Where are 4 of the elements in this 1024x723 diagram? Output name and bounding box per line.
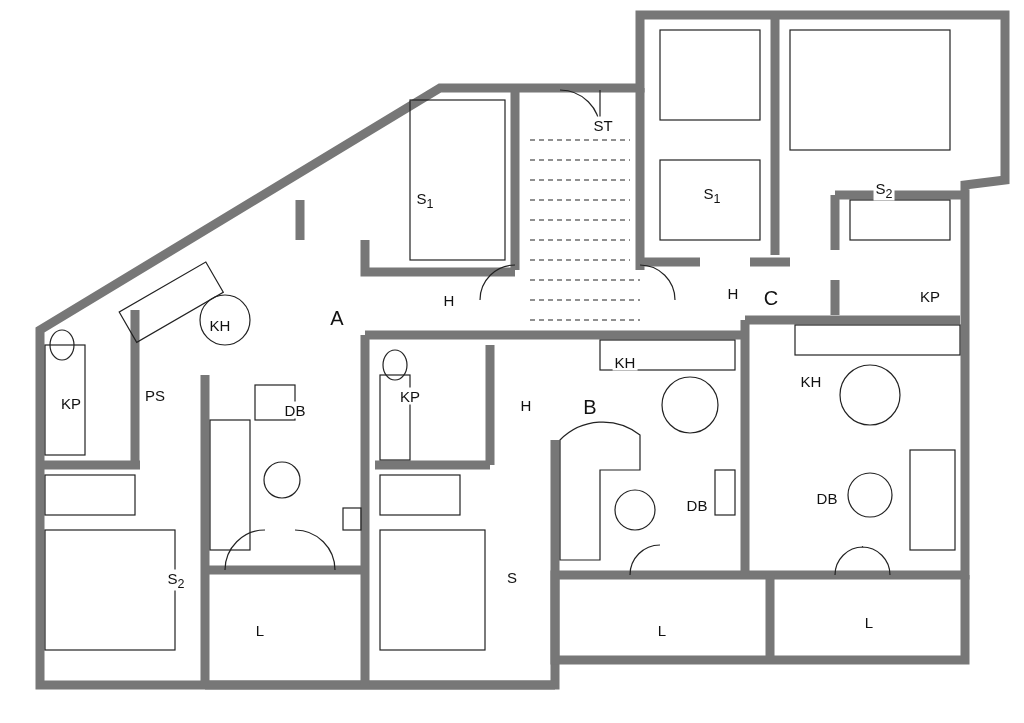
- room-label: DB: [282, 401, 308, 419]
- room-label: S$_{2}$: [165, 569, 187, 591]
- room-label: KP: [398, 387, 422, 405]
- room-label: ST: [591, 116, 615, 134]
